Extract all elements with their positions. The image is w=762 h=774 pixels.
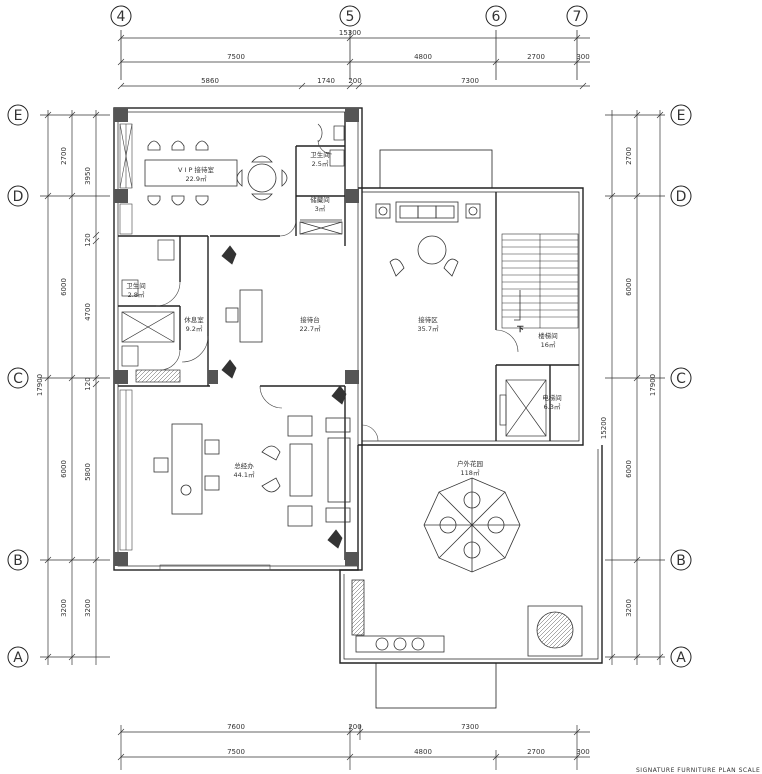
dim-text: 7500 — [227, 748, 245, 756]
room-area-vip: 22.9㎡ — [186, 174, 207, 183]
dim-text: 300 — [576, 53, 589, 61]
grid-bubble-5: 5 — [339, 5, 361, 27]
dim-text: 2700 — [625, 147, 633, 165]
gm-office-furniture — [153, 385, 351, 549]
room-area-lounge: 9.2㎡ — [186, 324, 203, 333]
garden-umbrella — [351, 477, 583, 657]
dimension-lines — [44, 34, 664, 770]
elevator — [499, 379, 547, 437]
grid-label: D — [13, 189, 24, 205]
dimension-texts: 15300 7500 4800 2700 300 5860 1740 200 7… — [36, 29, 657, 756]
room-name-reception: 接待台 — [300, 315, 320, 324]
grid-axes — [40, 30, 665, 658]
dim-text: 17900 — [649, 374, 657, 396]
room-area-reception: 22.7㎡ — [300, 324, 321, 333]
stair: 下 — [501, 233, 579, 333]
drawing-caption: SIGNATURE FURNITURE PLAN SCALE — [636, 767, 760, 774]
room-area-waiting: 35.7㎡ — [418, 324, 439, 333]
dim-text: 6000 — [60, 278, 68, 296]
grid-label: E — [677, 108, 686, 124]
room-name-wc-left: 卫生间 — [126, 281, 146, 290]
dim-text: 3950 — [84, 167, 92, 185]
dim-text: 3200 — [84, 599, 92, 617]
dim-text: 7300 — [461, 723, 479, 731]
grid-label: B — [13, 553, 23, 569]
dim-text: 3200 — [625, 599, 633, 617]
wc-top-fixtures — [299, 123, 345, 235]
grid-label: D — [676, 189, 687, 205]
grid-bubble-4: 4 — [110, 5, 132, 27]
dim-text: 7600 — [227, 723, 245, 731]
room-name-storage: 储藏间 — [310, 195, 330, 204]
dim-text: 200 — [348, 723, 361, 731]
grid-label: C — [676, 371, 686, 387]
dim-text: 120 — [84, 233, 92, 246]
dim-text: 6000 — [60, 460, 68, 478]
wc-left-fixtures — [121, 239, 181, 383]
grid-label: 5 — [346, 9, 355, 25]
room-name-waiting: 接待区 — [418, 315, 438, 324]
vip-furniture — [144, 140, 288, 206]
dim-text: 2700 — [60, 147, 68, 165]
room-name-stair: 楼梯间 — [538, 331, 558, 340]
room-name-wc-top: 卫生间 — [310, 150, 330, 159]
grid-label: A — [13, 650, 23, 666]
left-wall-glazing — [119, 123, 271, 571]
dim-text: 5800 — [84, 463, 92, 481]
grid-label: 7 — [573, 9, 582, 25]
dim-text: 2700 — [527, 748, 545, 756]
room-name-gm-office: 总经办 — [234, 461, 254, 470]
dim-text: 5860 — [201, 77, 219, 85]
doors — [155, 139, 519, 442]
grid-bubble-6: 6 — [485, 5, 507, 27]
grid-bubble-7: 7 — [566, 5, 588, 27]
room-area-wc-left: 2.8㎡ — [128, 290, 145, 299]
grid-label: 6 — [492, 9, 501, 25]
dim-text: 4800 — [414, 53, 432, 61]
room-area-elevator: 6.3㎡ — [544, 402, 561, 411]
dim-text: 7300 — [461, 77, 479, 85]
waiting-furniture — [375, 201, 481, 277]
structural-columns — [114, 108, 359, 566]
dim-text: 15300 — [339, 29, 361, 37]
room-name-vip: V I P 接待室 — [178, 165, 214, 174]
dim-text: 3200 — [60, 599, 68, 617]
dim-text: 1740 — [317, 77, 335, 85]
grid-bubbles-top: 4 5 6 7 — [110, 5, 588, 27]
room-area-garden: 118㎡ — [461, 468, 480, 477]
dim-text: 7500 — [227, 53, 245, 61]
grid-bubbles-left: E D C B A — [7, 104, 29, 668]
grid-label: B — [676, 553, 686, 569]
dim-text: 6000 — [625, 278, 633, 296]
room-area-wc-top: 2.5㎡ — [312, 159, 329, 168]
room-name-garden: 户外花园 — [457, 459, 483, 468]
dim-text: 2700 — [527, 53, 545, 61]
room-area-stair: 16㎡ — [541, 340, 556, 349]
grid-bubbles-right: E D C B A — [670, 104, 692, 668]
reception-furniture — [221, 245, 263, 379]
room-name-elevator: 电梯间 — [542, 393, 562, 402]
room-area-gm-office: 44.1㎡ — [234, 470, 255, 479]
room-name-lounge: 休息室 — [184, 315, 204, 324]
room-area-storage: 3㎡ — [315, 204, 326, 213]
dim-text: 15200 — [600, 417, 608, 439]
grid-label: C — [13, 371, 23, 387]
dim-text: 17900 — [36, 374, 44, 396]
dim-text: 120 — [84, 377, 92, 390]
grid-label: 4 — [117, 9, 126, 25]
grid-label: A — [676, 650, 686, 666]
dim-text: 200 — [348, 77, 361, 85]
grid-label: E — [14, 108, 23, 124]
dim-text: 6000 — [625, 460, 633, 478]
dim-text: 4800 — [414, 748, 432, 756]
dim-text: 300 — [576, 748, 589, 756]
dim-text: 4700 — [84, 303, 92, 321]
stair-down-label: 下 — [517, 325, 524, 333]
room-labels: V I P 接待室 22.9㎡ 卫生间 2.5㎡ 储藏间 3㎡ 卫生间 2.8㎡… — [126, 150, 562, 479]
